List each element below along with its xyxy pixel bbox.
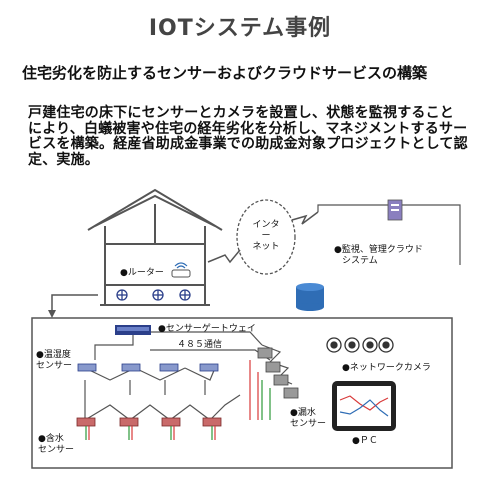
moisture-sensor-row <box>76 394 241 440</box>
camera-label: ●ネットワークカメラ <box>342 363 431 373</box>
internet-cloud-link <box>291 211 319 225</box>
server-icon <box>387 199 403 221</box>
internet-label: インタ ー ネット <box>252 220 280 252</box>
network-camera-icons <box>326 337 394 353</box>
router-label: ●ルーター <box>120 268 164 278</box>
page-subtitle: 住宅劣化を防止するセンサーおよびクラウドサービスの構築 <box>22 64 428 82</box>
house-internet-link <box>207 249 241 264</box>
cloud-system-label: ●監視、管理クラウド システム <box>334 245 423 266</box>
temp-sensor-row <box>77 363 219 395</box>
internet-cloud <box>236 199 296 275</box>
pc-label: ●ＰＣ <box>352 436 378 446</box>
house-to-system-link <box>51 294 98 315</box>
house-illustration <box>87 188 223 306</box>
page-title: IOTシステム事例 <box>148 16 332 41</box>
pc-tablet-icon <box>332 381 396 431</box>
gateway-device <box>115 325 151 335</box>
leak-sensor-group <box>249 344 299 420</box>
moisture-sensor-label: ●含水 センサー <box>38 434 75 455</box>
description-text: 戸建住宅の床下にセンサーとカメラを設置し、状態を監視することにより、白蟻被害や住… <box>28 105 468 168</box>
router-icon <box>171 262 191 278</box>
temp-sensor-label: ●温湿度 センサー <box>36 350 73 371</box>
rs485-label: ４８５通信 <box>177 340 223 350</box>
gateway-label: ●センサーゲートウェイ <box>158 324 256 334</box>
leak-sensor-label: ●漏水 センサー <box>290 408 327 429</box>
floor-sensor-icons <box>116 289 191 301</box>
underfloor-system-box <box>31 317 453 469</box>
database-icon <box>296 283 324 311</box>
